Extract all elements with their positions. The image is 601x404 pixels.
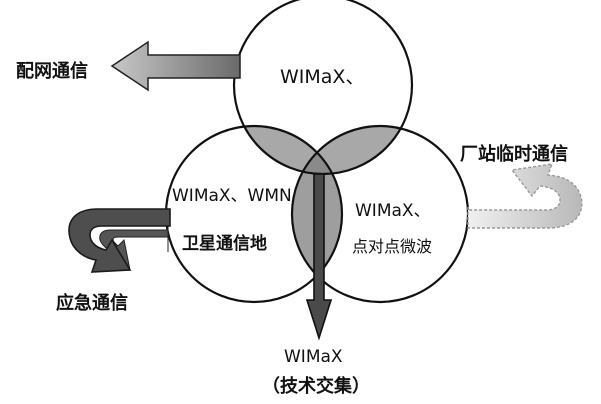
left-circle-label-line2: 卫星通信地 — [182, 234, 267, 254]
label-emergency-comm: 应急通信 — [56, 293, 128, 314]
bottom-label-line1: WIMaX — [284, 347, 343, 367]
label-station-temporary-comm: 厂站临时通信 — [460, 144, 568, 165]
arrow-emergency-body — [68, 208, 171, 273]
arrow-to-station-temporary-comm — [467, 163, 583, 229]
right-circle-label-line2: 点对点微波 — [352, 237, 433, 256]
bottom-label-line2: （技术交集） — [262, 376, 370, 397]
arrow-to-distribution-comm — [110, 40, 241, 92]
overlap-top-right — [292, 126, 412, 174]
top-circle-label: WIMaX、 — [280, 66, 365, 88]
label-distribution-comm: 配网通信 — [16, 61, 88, 82]
left-circle-label-line1: WIMaX、WMN — [172, 186, 292, 206]
right-circle-label-line1: WIMaX、 — [355, 201, 431, 221]
arrow-center-down — [305, 173, 333, 341]
